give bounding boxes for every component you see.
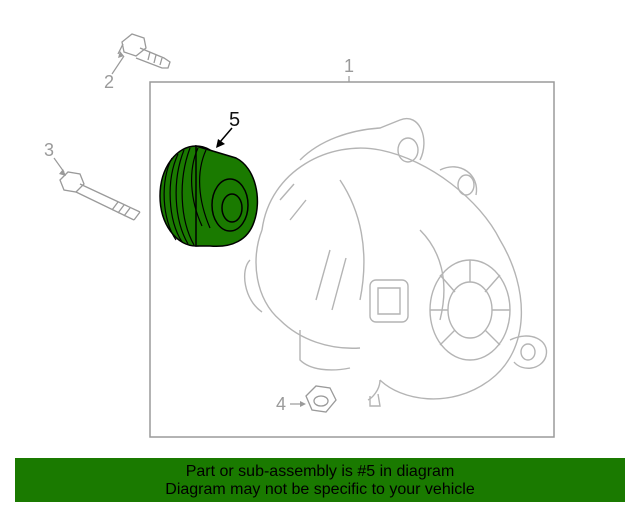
nut-4-drawing: [305, 385, 337, 413]
callout-2-arrow: [118, 51, 124, 58]
callout-3-arrow: [59, 169, 66, 176]
callout-2-label: 2: [104, 72, 114, 92]
parts-diagram: 1 2 3 4: [44, 33, 555, 438]
bolt-3-drawing: [59, 171, 141, 221]
callout-1-label: 1: [344, 56, 354, 76]
callout-3-leader: [53, 157, 65, 173]
pulley-5-highlighted: [159, 144, 259, 248]
assembly-frame: [149, 81, 555, 438]
banner-line-1: Part or sub-assembly is #5 in diagram: [185, 463, 455, 480]
callout-5-arrow: [216, 139, 225, 148]
callout-4-label: 4: [276, 394, 286, 414]
callout-5-label: 5: [229, 109, 240, 131]
bolt-2-drawing: [117, 33, 171, 69]
alternator-drawing: [243, 117, 548, 407]
callout-4-arrow: [300, 401, 306, 407]
callout-2-leader: [111, 55, 125, 75]
callout-5-leader: [219, 127, 233, 143]
banner-line-2: Diagram may not be specific to your vehi…: [165, 481, 475, 498]
info-banner: Part or sub-assembly is #5 in diagram Di…: [15, 458, 625, 502]
callout-3-label: 3: [44, 140, 54, 160]
